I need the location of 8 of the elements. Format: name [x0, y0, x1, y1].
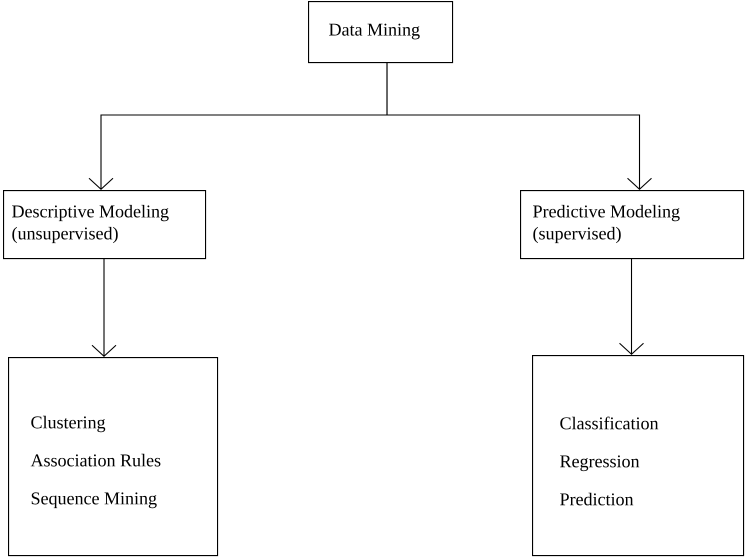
arrow — [619, 258, 644, 355]
process-box: Predictive Modeling (supervised) — [520, 190, 744, 260]
arrow — [386, 62, 652, 190]
process-box: Descriptive Modeling (unsupervised) — [3, 190, 206, 260]
list-box: Classification Regression Prediction — [532, 355, 744, 556]
list-box: Clustering Association Rules Sequence Mining — [8, 357, 218, 556]
arrow — [92, 258, 116, 357]
process-box: Data Mining — [308, 1, 454, 64]
